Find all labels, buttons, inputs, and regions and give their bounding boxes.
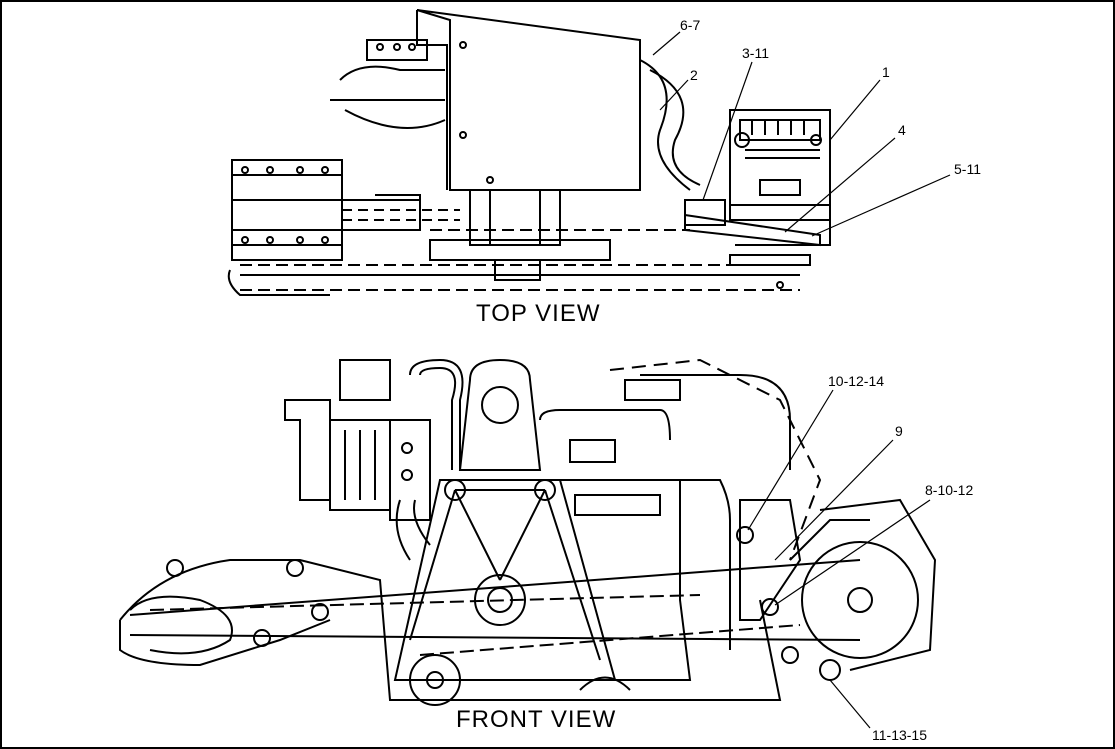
callout-9: 9	[895, 423, 903, 439]
top-view-leaders	[652, 31, 951, 237]
callout-5-11: 5-11	[954, 161, 981, 177]
top-view-drawing	[227, 9, 831, 296]
callout-11-13-15: 11-13-15	[872, 727, 927, 743]
front-view-label: FRONT VIEW	[456, 706, 617, 733]
callout-4: 4	[898, 122, 906, 138]
front-view-drawing	[119, 358, 937, 706]
top-view-label: TOP VIEW	[476, 300, 601, 327]
callout-8-10-12: 8-10-12	[925, 482, 973, 498]
callout-3-11: 3-11	[742, 45, 769, 61]
callout-6-7: 6-7	[680, 17, 700, 33]
callout-1: 1	[882, 64, 890, 80]
callout-10-12-14: 10-12-14	[828, 373, 884, 389]
callout-2: 2	[690, 67, 698, 83]
front-view-leaders	[747, 389, 931, 729]
